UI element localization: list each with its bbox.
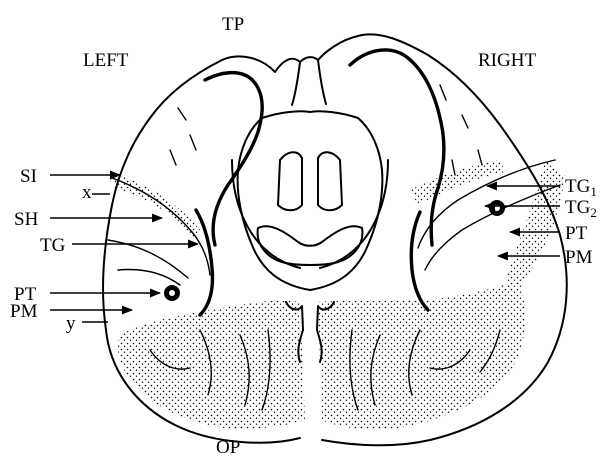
third-ventricle-arc: [258, 226, 363, 265]
label-pm-left: PM: [10, 301, 38, 322]
label-tg2-sub: 2: [590, 205, 597, 220]
label-left-side: LEFT: [83, 50, 129, 71]
label-pt-right: PT: [565, 223, 588, 244]
left-gyrus-line: [108, 240, 188, 278]
right-inner-contour: [411, 212, 428, 310]
label-tg1-main: TG: [565, 176, 591, 197]
label-tg2-main: TG: [565, 197, 591, 218]
left-sulcal-stipple: [112, 175, 200, 240]
label-tg1: TG1: [565, 176, 597, 199]
label-tp: TP: [222, 14, 244, 35]
label-si: SI: [20, 166, 37, 187]
left-ventricle: [278, 152, 302, 210]
label-tg: TG: [40, 235, 66, 256]
right-ventricle: [318, 152, 342, 210]
label-x: x: [82, 182, 92, 203]
label-y: y: [66, 313, 76, 334]
label-op: OP: [216, 437, 240, 458]
central-mass: [238, 111, 383, 290]
midline-upper: [292, 60, 326, 105]
occipital-cortex-left: [118, 301, 305, 429]
label-right-side: RIGHT: [478, 50, 536, 71]
left-frontal-contour: [205, 73, 262, 245]
label-tg2: TG2: [565, 197, 597, 220]
left-inner-gyrus: [118, 270, 180, 285]
label-pm-right: PM: [565, 247, 593, 268]
right-frontal-contour: [350, 50, 444, 245]
left-inner-contour: [196, 210, 213, 315]
frontal-mark-1: [170, 108, 196, 165]
label-sh: SH: [14, 209, 39, 230]
left-pt-marker-center: [169, 290, 175, 296]
frontal-mark-2: [440, 85, 482, 175]
label-tg1-sub: 1: [590, 184, 597, 199]
